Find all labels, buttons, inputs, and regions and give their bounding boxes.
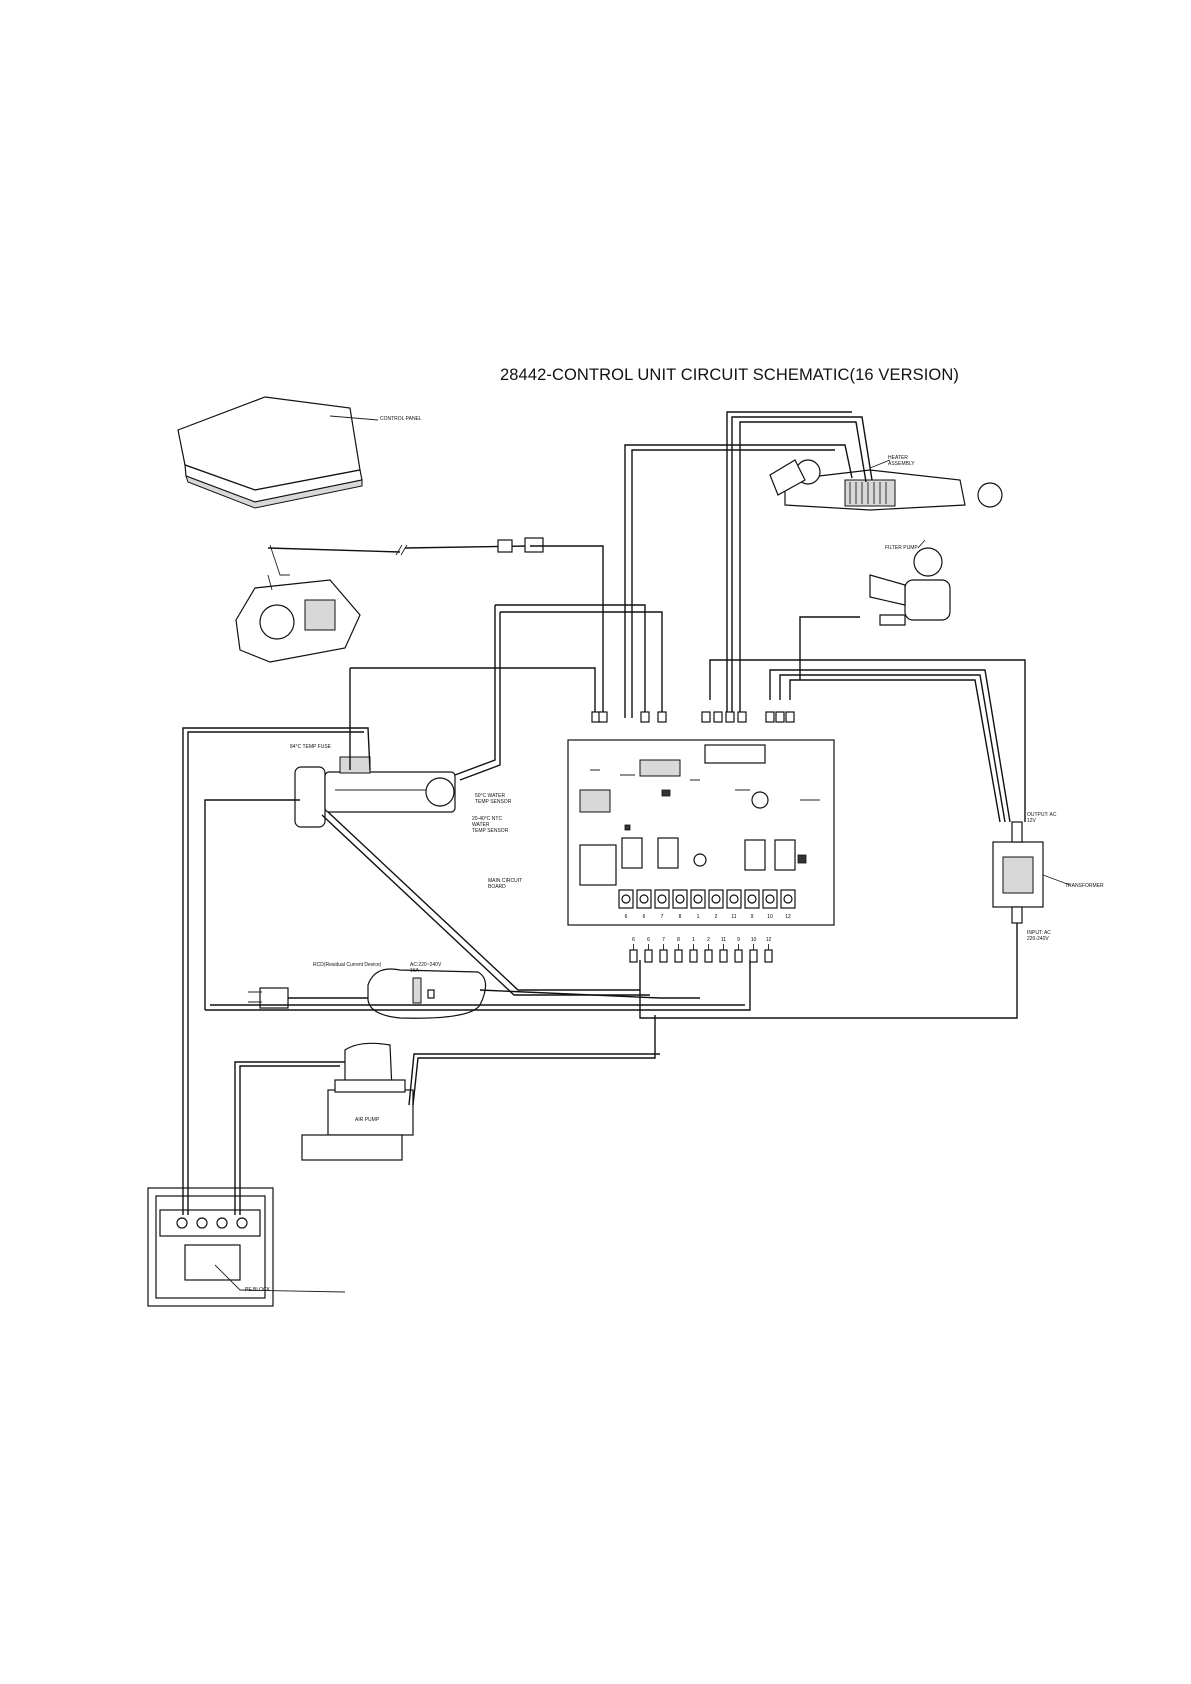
water-temp-sensor-label: 50°C WATER TEMP SENSOR xyxy=(475,793,512,805)
wire-connector: 10 xyxy=(749,937,758,963)
control-panel xyxy=(177,396,379,509)
connector-number: 1 xyxy=(692,937,695,943)
rcd-rating-label: AC:220~240V 16A xyxy=(410,962,442,974)
connector-number: 9 xyxy=(737,937,740,943)
output-label: OUTPUT: AC 12V xyxy=(1027,812,1057,824)
top-wire-connector xyxy=(598,711,608,723)
wire-connector: 1 xyxy=(689,937,698,963)
connector-number: 11 xyxy=(721,937,726,943)
top-wire-connector xyxy=(640,711,650,723)
top-wire-connector xyxy=(713,711,723,723)
temp-fuse-label: 84°C TEMP FUSE xyxy=(290,744,331,750)
board-terminal: 9 xyxy=(744,889,760,920)
wire-connector: 6 xyxy=(629,937,638,963)
wiring xyxy=(182,411,1026,1215)
filter-pump xyxy=(799,539,951,680)
top-wire-connector xyxy=(725,711,735,723)
connector-number: 6 xyxy=(647,937,650,943)
board-terminal: 6 xyxy=(636,889,652,920)
connector-number: 2 xyxy=(707,937,710,943)
ntc-sensor-label: 20-40°C NTC WATER TEMP SENSOR xyxy=(472,816,509,834)
board-terminal: 6 xyxy=(618,889,634,920)
top-connector-row xyxy=(591,711,795,723)
top-wire-connector xyxy=(701,711,711,723)
wire-connector: 6 xyxy=(644,937,653,963)
connector-number: 6 xyxy=(632,937,635,943)
wire-connector: 12 xyxy=(764,937,773,963)
board-terminal-number: 11 xyxy=(731,914,736,920)
board-terminal: 12 xyxy=(780,889,796,920)
board-terminal-number: 8 xyxy=(679,914,682,920)
top-wire-connector xyxy=(785,711,795,723)
board-terminal-number: 12 xyxy=(785,914,791,920)
board-terminal: 2 xyxy=(708,889,724,920)
wire-connector: 2 xyxy=(704,937,713,963)
board-terminal-number: 9 xyxy=(751,914,754,920)
page-title: 28442-CONTROL UNIT CIRCUIT SCHEMATIC(16 … xyxy=(500,366,959,384)
control-box xyxy=(235,537,544,663)
connector-number: 7 xyxy=(662,937,665,943)
transformer xyxy=(992,821,1071,924)
board-terminal: 7 xyxy=(654,889,670,920)
terminal-box-label: PE.BLOCK xyxy=(245,1287,271,1293)
control-panel-label: CONTROL PANEL xyxy=(380,416,422,422)
board-terminal: 11 xyxy=(726,889,742,920)
wire-connector: 8 xyxy=(674,937,683,963)
connector-number: 10 xyxy=(751,937,757,943)
board-terminal: 10 xyxy=(762,889,778,920)
terminal-box xyxy=(147,1187,346,1307)
top-wire-connector xyxy=(657,711,667,723)
transformer-label: TRANSFORMER xyxy=(1065,883,1104,889)
top-wire-connector xyxy=(765,711,775,723)
input-label: INPUT: AC 220-240V xyxy=(1027,930,1051,942)
rcd-device xyxy=(248,968,487,1019)
connector-number: 12 xyxy=(766,937,772,943)
top-wire-connector xyxy=(775,711,785,723)
wire-connector: 7 xyxy=(659,937,668,963)
heater-assembly-label: HEATER ASSEMBLY xyxy=(888,455,915,467)
top-wire-connector xyxy=(737,711,747,723)
board-terminal: 8 xyxy=(672,889,688,920)
main-board-label: MAIN CIRCUIT BOARD xyxy=(488,878,523,890)
air-pump xyxy=(301,1042,414,1161)
board-terminal-number: 2 xyxy=(715,914,718,920)
wire-connector: 9 xyxy=(734,937,743,963)
board-terminal-number: 7 xyxy=(661,914,664,920)
board-terminal-number: 6 xyxy=(643,914,646,920)
board-terminal-number: 10 xyxy=(767,914,773,920)
board-terminal: 1 xyxy=(690,889,706,920)
rcd-label: RCD(Residual Current Device) xyxy=(313,962,382,968)
connector-number: 8 xyxy=(677,937,680,943)
filter-pump-label: FILTER PUMP xyxy=(885,545,918,551)
heater-tube xyxy=(294,756,456,828)
wire-connector: 11 xyxy=(719,937,728,963)
board-terminal-number: 1 xyxy=(697,914,700,920)
board-terminal-number: 6 xyxy=(625,914,628,920)
heater-assembly xyxy=(769,459,1003,511)
air-pump-label: AIR PUMP xyxy=(355,1117,380,1123)
